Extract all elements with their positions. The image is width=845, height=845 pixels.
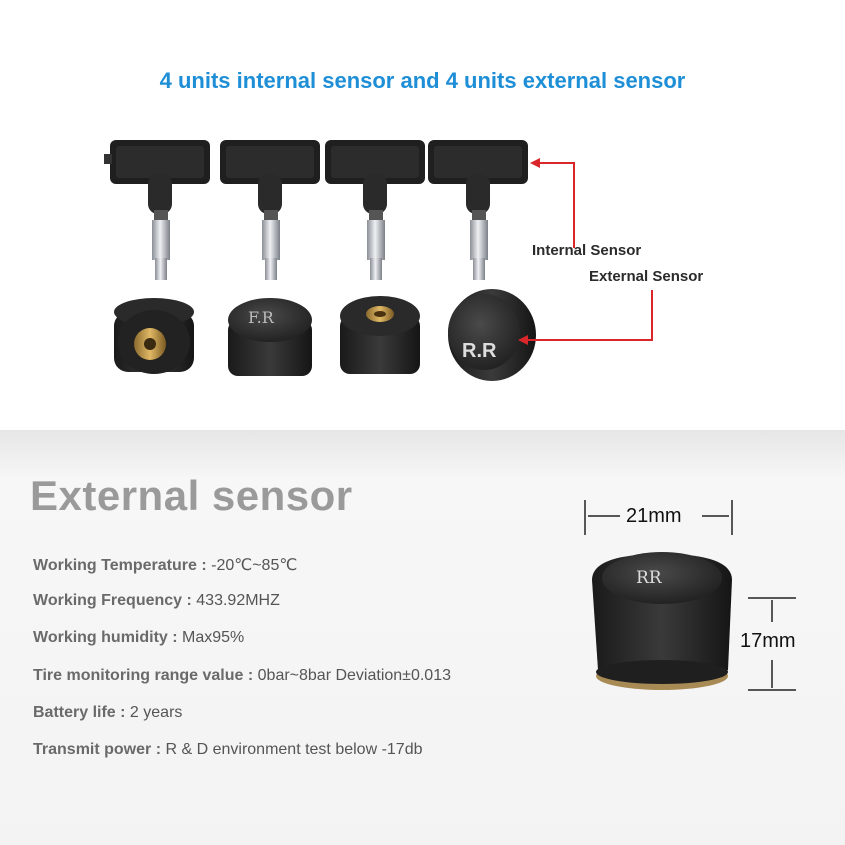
spec-value: -20℃~85℃ [211, 557, 298, 574]
spec-label: Working humidity : [33, 629, 183, 646]
arrow-icon [530, 158, 540, 168]
spec-row: Working Temperature : -20℃~85℃ [33, 555, 297, 575]
spec-label: Tire monitoring range value : [33, 667, 258, 684]
internal-sensor-4 [428, 140, 528, 280]
spec-row: Tire monitoring range value : 0bar~8bar … [33, 667, 451, 685]
page-headline: 4 units internal sensor and 4 units exte… [159, 68, 686, 93]
internal-sensor-3 [325, 140, 425, 280]
spec-row: Battery life : 2 years [33, 704, 182, 722]
spec-row: Working Frequency : 433.92MHZ [33, 592, 280, 610]
external-sensor-large [592, 552, 732, 690]
spec-label: Battery life : [33, 704, 130, 721]
section-title: External sensor [30, 472, 353, 519]
internal-sensor-1 [104, 140, 210, 280]
callout-external-sensor: External Sensor [589, 268, 704, 285]
spec-value: Max95% [182, 629, 245, 646]
callout-internal-sensor: Internal Sensor [532, 242, 642, 259]
cap-label-rr: R.R [462, 340, 497, 362]
spec-label: Transmit power : [33, 741, 166, 758]
spec-value: 0bar~8bar Deviation±0.013 [257, 667, 451, 684]
external-sensor-3 [340, 296, 420, 374]
dimension-height: 17mm [740, 630, 796, 652]
spec-label: Working Frequency : [33, 592, 197, 609]
spec-value: R & D environment test below -17db [165, 741, 423, 758]
spec-value: 433.92MHZ [196, 592, 280, 609]
dimension-width: 21mm [626, 505, 682, 527]
external-sensor-2 [228, 298, 312, 376]
spec-value: 2 years [129, 704, 183, 721]
external-sensor-4 [448, 289, 536, 381]
spec-row: Transmit power : R & D environment test … [33, 741, 422, 759]
external-sensor-1 [114, 298, 194, 374]
arrow-icon [518, 335, 528, 345]
spec-row: Working humidity : Max95% [33, 629, 244, 647]
cap-label-rr-large: RR [636, 568, 662, 588]
cap-label-fr: F.R [248, 308, 274, 327]
callout-lines [526, 162, 653, 341]
spec-label: Working Temperature : [33, 557, 212, 574]
dimension-lines [584, 500, 796, 691]
internal-sensor-2 [220, 140, 320, 280]
